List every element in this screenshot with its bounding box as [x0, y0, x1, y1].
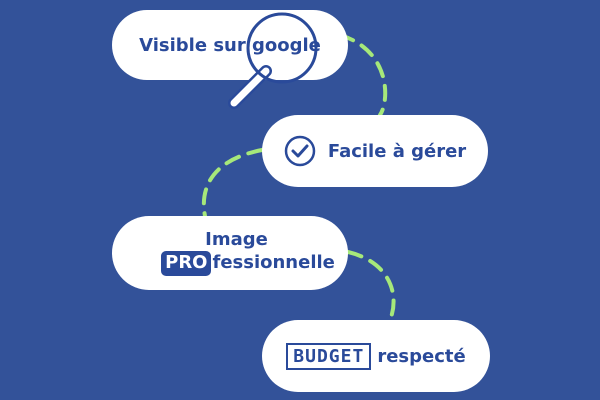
step-image-title: Image	[205, 229, 268, 251]
magnifier-icon	[228, 12, 318, 109]
pro-badge: PRO	[161, 251, 212, 276]
budget-badge: BUDGET	[286, 342, 372, 370]
step-google-text: Visible sur google	[139, 34, 321, 56]
connector-3	[346, 250, 396, 322]
step-budget-respecte: BUDGET respecté	[262, 320, 490, 392]
connector-2	[201, 148, 264, 218]
step-budget-text: respecté	[377, 345, 466, 367]
step-image-suffix: fessionnelle	[212, 252, 335, 273]
connector-1	[338, 33, 388, 117]
check-circle-icon	[284, 135, 316, 167]
step-facile-text: Facile à gérer	[327, 140, 467, 162]
step-facile-gerer: Facile à gérer	[262, 115, 488, 187]
step-image-pro: Image PRO fessionnelle	[112, 216, 348, 290]
